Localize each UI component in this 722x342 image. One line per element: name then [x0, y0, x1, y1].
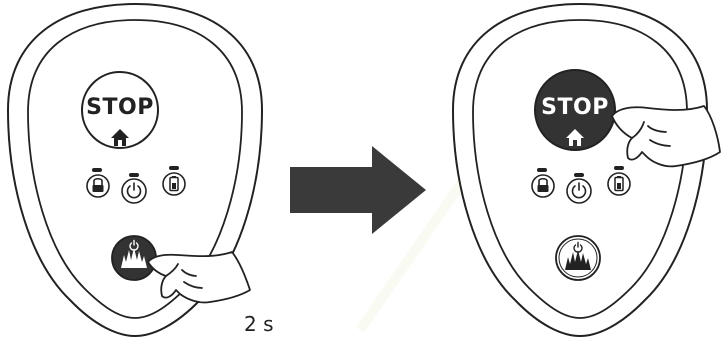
control-panel-after: STOP	[453, 4, 720, 336]
start-grass-button[interactable]	[556, 236, 600, 280]
control-panel-before: STOP	[8, 4, 262, 336]
stop-label: STOP	[541, 95, 609, 120]
power-button[interactable]	[122, 179, 146, 203]
power-button[interactable]	[567, 179, 591, 203]
battery-button[interactable]	[163, 173, 185, 195]
pointing-hand	[612, 106, 720, 166]
duration-label: 2 s	[244, 312, 274, 336]
lock-button[interactable]	[87, 175, 109, 197]
stop-button[interactable]: STOP	[82, 72, 158, 148]
start-grass-button[interactable]	[112, 236, 156, 280]
lock-button[interactable]	[532, 175, 554, 197]
stop-label: STOP	[86, 95, 154, 120]
stop-button[interactable]: STOP	[535, 70, 615, 150]
transition-arrow	[290, 146, 426, 234]
battery-button[interactable]	[608, 173, 630, 195]
